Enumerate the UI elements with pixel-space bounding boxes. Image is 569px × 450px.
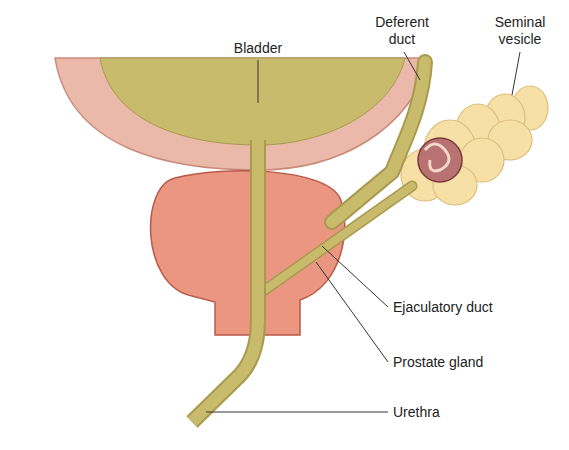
deferent-duct bbox=[332, 62, 425, 222]
part-label: Bladder bbox=[218, 40, 298, 57]
ejaculatory-duct-edge bbox=[262, 186, 412, 292]
bladder-wall bbox=[55, 58, 430, 170]
ampulla bbox=[418, 138, 462, 182]
part-label: Seminal vesicle bbox=[486, 14, 554, 48]
part-label: Ejaculatory duct bbox=[393, 299, 563, 316]
urethra bbox=[192, 140, 258, 422]
ejaculatory-duct bbox=[262, 186, 412, 292]
ampulla-coil bbox=[425, 144, 449, 171]
bladder-lumen bbox=[100, 58, 405, 145]
part-label: Deferent duct bbox=[365, 14, 439, 48]
deferent-duct-edge bbox=[332, 62, 425, 222]
part-label: Urethra bbox=[393, 404, 563, 421]
urethra-edge bbox=[192, 140, 258, 422]
part-label: Prostate gland bbox=[393, 354, 563, 371]
